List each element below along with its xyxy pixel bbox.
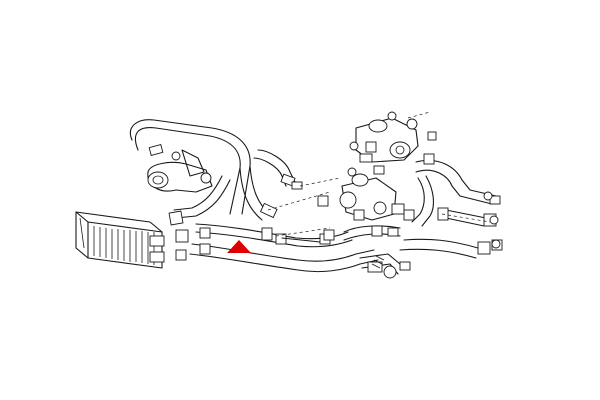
red-triangle-marker (227, 240, 251, 253)
hose-right-lower (359, 207, 503, 279)
hose-middle-s (168, 165, 278, 261)
thermostat-housing-left (147, 149, 213, 193)
heater-core (75, 211, 165, 269)
thermostat-housing-right (355, 111, 419, 175)
central-valve (339, 173, 415, 241)
hose-right-upper (411, 153, 501, 227)
loose-fasteners (317, 131, 501, 249)
hose-lower-long (189, 223, 379, 273)
hose-upper-loop (130, 119, 303, 215)
leader-lines (267, 111, 491, 237)
